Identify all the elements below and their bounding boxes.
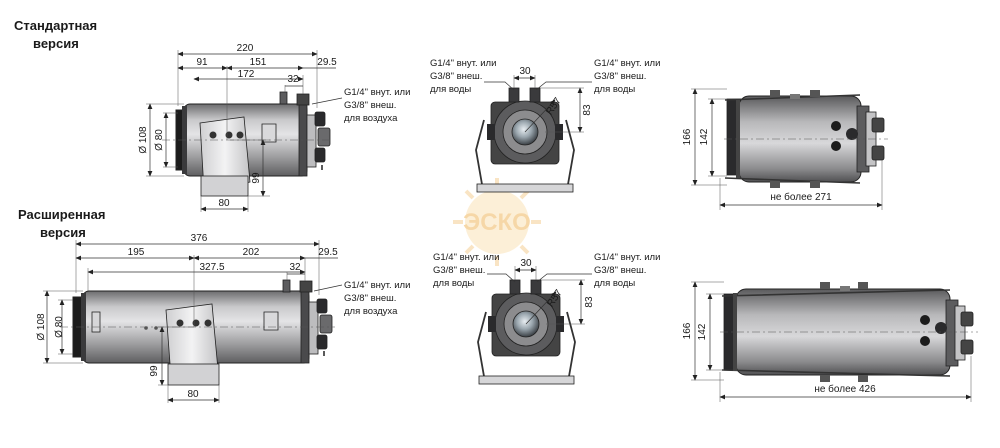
std-air-note-1: G1/4" внут. или	[344, 87, 410, 98]
std-dim-151: 151	[250, 57, 267, 68]
ext-top-dim-142: 142	[697, 323, 708, 340]
std-top-dim-166: 166	[682, 128, 693, 145]
standard-side-dimensions: 220 91 151 29.5 172 32 Ø 108 Ø 80 99 80	[138, 43, 410, 212]
ext-dim-202: 202	[243, 247, 260, 258]
std-dim-29-5: 29.5	[317, 57, 337, 68]
ext-dim-29-5: 29.5	[318, 247, 338, 258]
std-dim-220: 220	[237, 43, 254, 54]
standard-side-view	[162, 91, 331, 197]
extended-side-dimensions: 376 195 202 29.5 327.5 32 Ø 108 Ø 80 99 …	[36, 233, 410, 403]
ext-front-dim-83: 83	[584, 296, 595, 308]
ext-top-max-len: не более 426	[814, 383, 876, 395]
ext-dim-d108: Ø 108	[36, 313, 47, 341]
std-front-dim-r57: R57	[544, 96, 564, 118]
ext-water-left-3: для воды	[433, 278, 474, 289]
standard-title-line2: версия	[33, 36, 79, 51]
std-air-note-3: для воздуха	[344, 113, 398, 124]
standard-front-dimensions: 30 83 R57 G1/4" внут. или G3/8" внеш. дл…	[430, 58, 660, 133]
standard-top-view	[724, 90, 888, 188]
std-water-right-3: для воды	[594, 84, 635, 95]
ext-air-note-1: G1/4" внут. или	[344, 280, 410, 291]
std-dim-d80: Ø 80	[154, 129, 165, 151]
std-dim-80: 80	[218, 198, 230, 209]
std-dim-32: 32	[287, 74, 299, 85]
std-water-left-3: для воды	[430, 84, 471, 95]
std-water-left-2: G3/8" внеш.	[430, 71, 482, 82]
watermark-text: ЭСКО	[463, 209, 531, 236]
ext-water-right-2: G3/8" внеш.	[594, 265, 646, 276]
ext-front-dim-30: 30	[520, 258, 532, 269]
std-dim-d108: Ø 108	[138, 126, 149, 154]
std-dim-172: 172	[238, 69, 255, 80]
std-water-left-1: G1/4" внут. или	[430, 58, 496, 69]
ext-dim-99: 99	[149, 365, 160, 377]
ext-water-right-3: для воды	[594, 278, 635, 289]
extended-side-view	[60, 279, 335, 386]
extended-title-line1: Расширенная	[18, 207, 105, 222]
ext-air-note-3: для воздуха	[344, 306, 398, 317]
ext-dim-195: 195	[128, 247, 145, 258]
ext-water-right-1: G1/4" внут. или	[594, 252, 660, 263]
esko-watermark: ЭСКО	[453, 178, 541, 266]
standard-top-dimensions: 166 142 не более 271	[682, 88, 883, 210]
ext-top-dim-166: 166	[682, 322, 693, 339]
extended-top-view	[720, 282, 978, 382]
ext-water-left-1: G1/4" внут. или	[433, 252, 499, 263]
ext-front-dim-r57: R57	[545, 288, 565, 310]
std-water-right-1: G1/4" внут. или	[594, 58, 660, 69]
std-top-dim-142: 142	[699, 128, 710, 145]
std-front-dim-30: 30	[519, 66, 531, 77]
std-top-max-len: не более 271	[770, 191, 832, 203]
standard-title-line1: Стандартная	[14, 18, 97, 33]
ext-air-note-2: G3/8" внеш.	[344, 293, 396, 304]
ext-water-left-2: G3/8" внеш.	[433, 265, 485, 276]
std-water-right-2: G3/8" внеш.	[594, 71, 646, 82]
std-air-note-2: G3/8" внеш.	[344, 100, 396, 111]
ext-dim-d80: Ø 80	[54, 316, 65, 338]
extended-title-line2: версия	[40, 225, 86, 240]
std-dim-91: 91	[196, 57, 208, 68]
std-dim-99: 99	[251, 172, 262, 184]
ext-dim-376: 376	[191, 233, 208, 244]
std-front-dim-83: 83	[582, 104, 593, 116]
extended-top-dimensions: 166 142 не более 426	[682, 281, 972, 402]
ext-dim-32: 32	[289, 262, 301, 273]
ext-dim-327-5: 327.5	[199, 262, 224, 273]
ext-dim-80: 80	[187, 389, 199, 400]
